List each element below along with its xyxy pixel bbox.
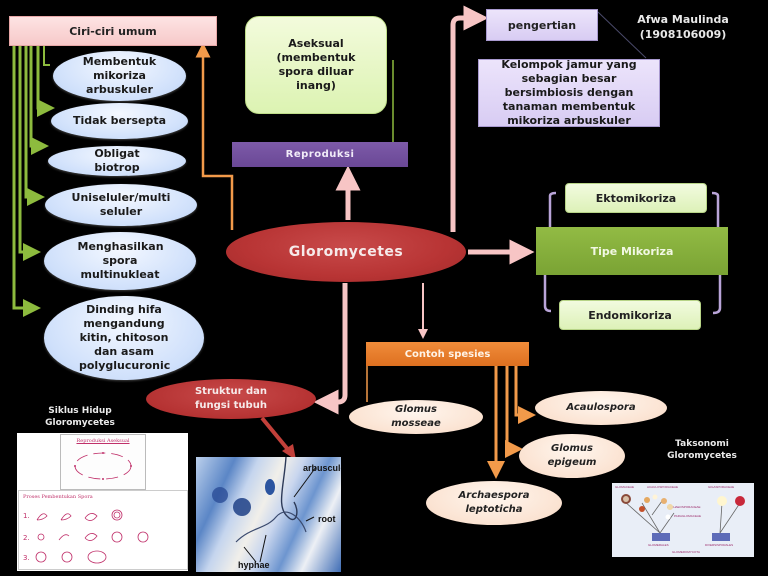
ciri-item[interactable]: Tidak bersepta <box>51 103 188 139</box>
tipe-brackets <box>543 191 722 315</box>
connector-line <box>29 45 49 155</box>
ciri-connectors <box>12 45 55 317</box>
lifecycle-sketch-image: Reproduksi Aseksual Proses Pembentukan S… <box>17 433 188 571</box>
aseksual-title: Aseksual <box>288 37 344 50</box>
mycorrhiza-micrograph: arbuscules root hyphae <box>196 457 341 572</box>
species-label: Archaespora leptoticha <box>458 490 530 515</box>
ciri-item-label: Uniseluler/multi seluler <box>71 191 171 218</box>
connector-line <box>12 45 41 317</box>
ciri-item-label: Menghasilkan spora multinukleat <box>77 240 164 281</box>
endomikoriza-label: Endomikoriza <box>588 308 672 322</box>
central-topic-label: Gloromycetes <box>288 244 404 260</box>
reproduksi-node[interactable]: Reproduksi <box>232 142 408 167</box>
sketch-asexual-cycle: Reproduksi Aseksual <box>60 434 146 490</box>
ciri-item[interactable]: Uniseluler/multi seluler <box>45 184 197 226</box>
sketch-spore-formation: Proses Pembentukan Spora 1. 2. 3. <box>18 490 188 570</box>
pengertian-definition: Kelompok jamur yang sebagian besar bersi… <box>478 58 660 127</box>
contoh-spesies-label: Contoh spesies <box>404 348 491 360</box>
taksonomi-caption: Taksonomi Gloromycetes <box>652 438 752 462</box>
label-root: root <box>318 514 336 524</box>
connector-line <box>712 275 722 315</box>
contoh-connectors <box>366 366 536 479</box>
pengertian-node[interactable]: pengertian <box>486 9 598 41</box>
ciri-item-label: Membentuk mikoriza arbuskuler <box>82 55 157 96</box>
taksonomi-caption-text: Taksonomi Gloromycetes <box>667 439 737 461</box>
ektomikoriza-node[interactable]: Ektomikoriza <box>565 183 707 213</box>
siklus-hidup-caption-text: Siklus Hidup Gloromycetes <box>45 406 115 428</box>
label-arbuscules: arbuscules <box>303 463 341 473</box>
species-label: Glomus mosseae <box>391 404 441 429</box>
phylum-label: GLOMEROMYCOTA <box>672 550 700 554</box>
connector-line <box>505 366 523 458</box>
connector-line <box>514 366 536 424</box>
aseksual-box[interactable]: Aseksual (membentuk spora diluar inang) <box>245 16 387 114</box>
taxonomy-tree-image: GLOMACEAE ACAULOSPORACEAE GIGASPORACEAE … <box>612 483 754 557</box>
pengertian-label: pengertian <box>507 18 577 32</box>
family-label: GLOMACEAE <box>615 485 635 489</box>
family-label: GIGASPORACEAE <box>708 485 735 489</box>
connector-line <box>24 45 45 206</box>
aseksual-text: (membentuk spora diluar inang) <box>276 51 356 92</box>
connector-line <box>18 45 41 261</box>
connector-line <box>43 45 50 66</box>
ciri-item-label: Dinding hifa mengandung kitin, chitoson … <box>79 303 171 372</box>
ciri-ciri-header-label: Ciri-ciri umum <box>69 24 157 38</box>
siklus-hidup-caption: Siklus Hidup Gloromycetes <box>20 405 140 429</box>
ciri-item-label: Obligat biotrop <box>94 147 140 174</box>
connector-line <box>711 191 720 227</box>
family-label: ARCHAEOSPORACEAE <box>667 505 701 509</box>
connector-line <box>450 5 489 232</box>
struktur-node[interactable]: Struktur dan fungsi tubuh <box>146 379 316 419</box>
connector-line <box>195 42 234 230</box>
species-item[interactable]: Glomus epigeum <box>519 434 625 478</box>
connector-line <box>543 275 552 313</box>
sketch-title-bottom: Proses Pembentukan Spora <box>23 494 93 500</box>
author-name: Afwa Maulinda <box>637 13 729 26</box>
connector-line <box>597 11 647 59</box>
ciri-item[interactable]: Menghasilkan spora multinukleat <box>44 232 196 290</box>
species-label: Acaulospora <box>566 402 636 413</box>
order-label: DIVERSISPORALES <box>705 543 734 547</box>
family-label: PARAGLOMACEAE <box>674 514 701 518</box>
connector-line <box>260 416 292 454</box>
species-item[interactable]: Glomus mosseae <box>349 400 483 434</box>
central-topic[interactable]: Gloromycetes <box>226 222 466 282</box>
ciri-item[interactable]: Membentuk mikoriza arbuskuler <box>53 51 186 101</box>
contoh-spesies-node[interactable]: Contoh spesies <box>366 342 529 366</box>
species-item[interactable]: Acaulospora <box>535 391 667 425</box>
arrow-head <box>282 444 296 460</box>
step-number: 3. <box>23 554 30 562</box>
pengertian-definition-text: Kelompok jamur yang sebagian besar bersi… <box>501 58 637 127</box>
ciri-item-label: Tidak bersepta <box>72 114 167 127</box>
ciri-item[interactable]: Dinding hifa mengandung kitin, chitoson … <box>44 296 204 380</box>
step-number: 1. <box>23 512 30 520</box>
ciri-item[interactable]: Obligat biotrop <box>48 146 186 176</box>
spore-stages: 1. 2. 3. <box>23 509 149 564</box>
sketch-title-top: Reproduksi Aseksual <box>76 438 130 444</box>
order-label: GLOMERALES <box>648 543 669 547</box>
connector-line <box>36 45 55 117</box>
tree-drawing <box>621 494 745 541</box>
connector-line <box>313 283 348 415</box>
family-label: ACAULOSPORACEAE <box>647 485 679 489</box>
species-item[interactable]: Archaespora leptoticha <box>426 481 562 525</box>
reproduksi-label: Reproduksi <box>285 149 355 160</box>
label-hyphae: hyphae <box>238 560 270 570</box>
tipe-mikoriza-label: Tipe Mikoriza <box>590 244 674 258</box>
author-id: (1908106009) <box>639 28 727 41</box>
struktur-label: Struktur dan fungsi tubuh <box>194 386 268 411</box>
species-label: Glomus epigeum <box>547 443 597 468</box>
endomikoriza-node[interactable]: Endomikoriza <box>559 300 701 330</box>
connector-line <box>548 191 557 227</box>
author-info: Afwa Maulinda (1908106009) <box>618 12 748 42</box>
ciri-ciri-header[interactable]: Ciri-ciri umum <box>9 16 217 46</box>
tipe-mikoriza-node[interactable]: Tipe Mikoriza <box>536 227 728 275</box>
cycle-arrows <box>74 452 132 480</box>
ektomikoriza-label: Ektomikoriza <box>595 191 677 205</box>
step-number: 2. <box>23 534 30 542</box>
micrograph-drawing <box>212 457 317 563</box>
